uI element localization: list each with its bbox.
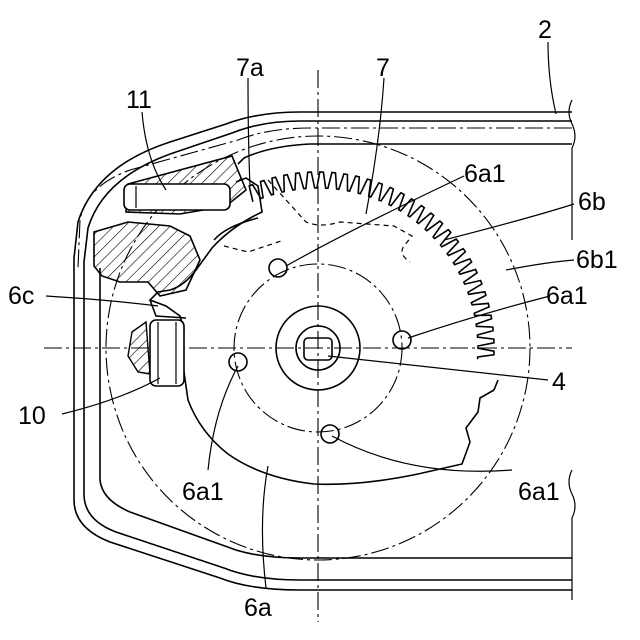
stopper-10 — [128, 320, 184, 386]
label-6a1-top: 6a1 — [464, 160, 506, 188]
label-7a: 7a — [236, 54, 264, 82]
label-6a1-left: 6a1 — [182, 478, 224, 506]
label-6a1-right: 6a1 — [546, 282, 588, 310]
label-6b1: 6b1 — [576, 246, 618, 274]
label-2: 2 — [538, 16, 552, 44]
lever-lower-outline — [224, 240, 284, 252]
lever-arc — [214, 218, 258, 240]
label-6c: 6c — [8, 282, 34, 310]
leader-lines — [46, 42, 574, 588]
pins — [229, 259, 411, 443]
label-4: 4 — [552, 368, 566, 396]
block-11 — [94, 156, 246, 296]
pin-bottom — [321, 425, 339, 443]
label-6b: 6b — [578, 188, 606, 216]
centerlines — [44, 70, 572, 622]
label-6a1-bottom: 6a1 — [518, 478, 560, 506]
label-7: 7 — [376, 54, 390, 82]
label-10: 10 — [18, 402, 46, 430]
pin-left — [229, 353, 247, 371]
gear-plate — [150, 172, 498, 484]
label-11: 11 — [126, 86, 152, 114]
label-6a: 6a — [244, 594, 272, 622]
lever-outline — [268, 180, 412, 262]
